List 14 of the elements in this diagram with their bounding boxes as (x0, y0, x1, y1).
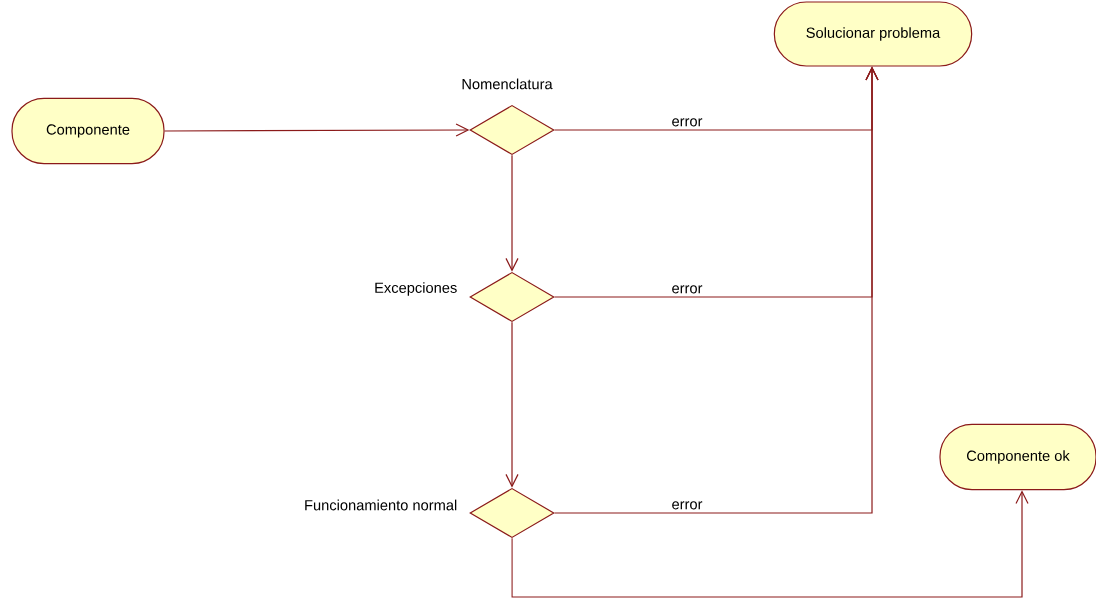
arrow (511, 490, 1029, 598)
arrow (505, 154, 519, 272)
state-box: Solucionar problema (773, 1, 973, 67)
decision-label: Excepciones (375, 282, 457, 296)
state-box: Componente (11, 97, 165, 165)
decision-label: Funcionamiento normal (305, 499, 457, 511)
arrow (554, 66, 879, 514)
edge-label: error (672, 285, 703, 294)
edge-label: error (672, 118, 703, 127)
decision-label: Nomenclatura (462, 78, 553, 90)
arrow (505, 321, 519, 488)
arrow (164, 123, 470, 137)
state-box: Componente ok (939, 423, 1096, 491)
edge-label: error (672, 501, 703, 510)
